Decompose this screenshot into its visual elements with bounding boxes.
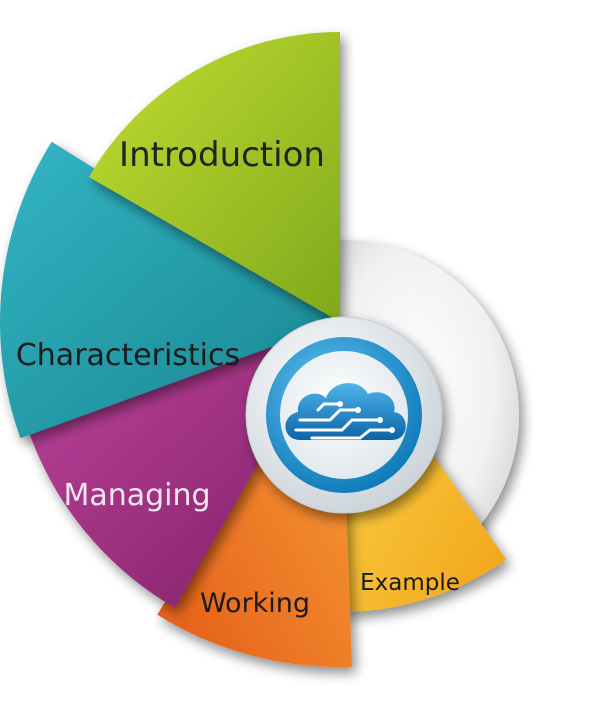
characteristics-label: Characteristics bbox=[16, 338, 240, 373]
managing-label: Managing bbox=[63, 478, 210, 513]
center-hub bbox=[245, 316, 443, 514]
segment-introduction[interactable] bbox=[88, 32, 341, 322]
introduction-label: Introduction bbox=[119, 135, 325, 175]
working-label: Working bbox=[200, 588, 310, 619]
example-label: Example bbox=[360, 570, 460, 596]
cloud-circuit-icon bbox=[285, 383, 406, 440]
segment-characteristics[interactable] bbox=[0, 141, 341, 439]
